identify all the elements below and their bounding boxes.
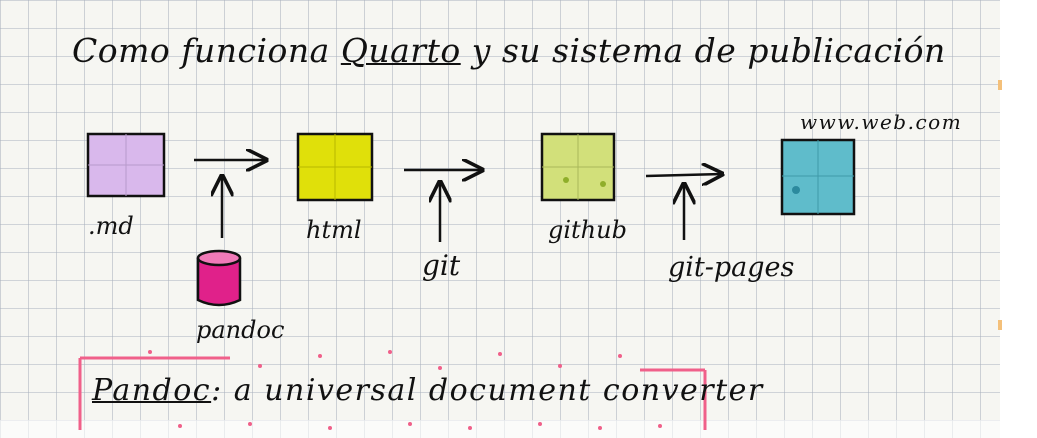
title-after: y su sistema de publicación: [460, 31, 946, 70]
footer-note: Pandoc: a universal document converter: [92, 376, 764, 406]
pink-dots: [148, 350, 662, 430]
binding-mark: [998, 320, 1002, 330]
notebook-edge: [1000, 0, 1037, 438]
pandoc-cylinder: [196, 249, 242, 307]
arrow-github-to-website: [645, 174, 722, 176]
github-box: [540, 132, 616, 202]
title-highlight: Quarto: [340, 31, 461, 70]
label-md: .md: [88, 212, 134, 240]
md-box: [86, 132, 166, 198]
website-url: www.web.com: [800, 110, 963, 134]
html-box: [296, 132, 374, 202]
title-before: Como funciona: [72, 31, 341, 70]
label-git-pages: git-pages: [668, 252, 795, 283]
label-html: html: [306, 216, 362, 244]
footer-term: Pandoc: [92, 373, 212, 408]
footer-definition: : a universal document converter: [211, 373, 764, 408]
pink-highlight-frame: [78, 356, 707, 430]
website-box: [780, 138, 856, 216]
bottom-fade: [0, 420, 1037, 438]
label-git: git: [422, 249, 461, 282]
label-pandoc: pandoc: [196, 316, 285, 344]
sketch-title: Como funciona Quarto y su sistema de pub…: [72, 34, 946, 67]
label-github: github: [548, 216, 627, 244]
binding-mark: [998, 80, 1002, 90]
